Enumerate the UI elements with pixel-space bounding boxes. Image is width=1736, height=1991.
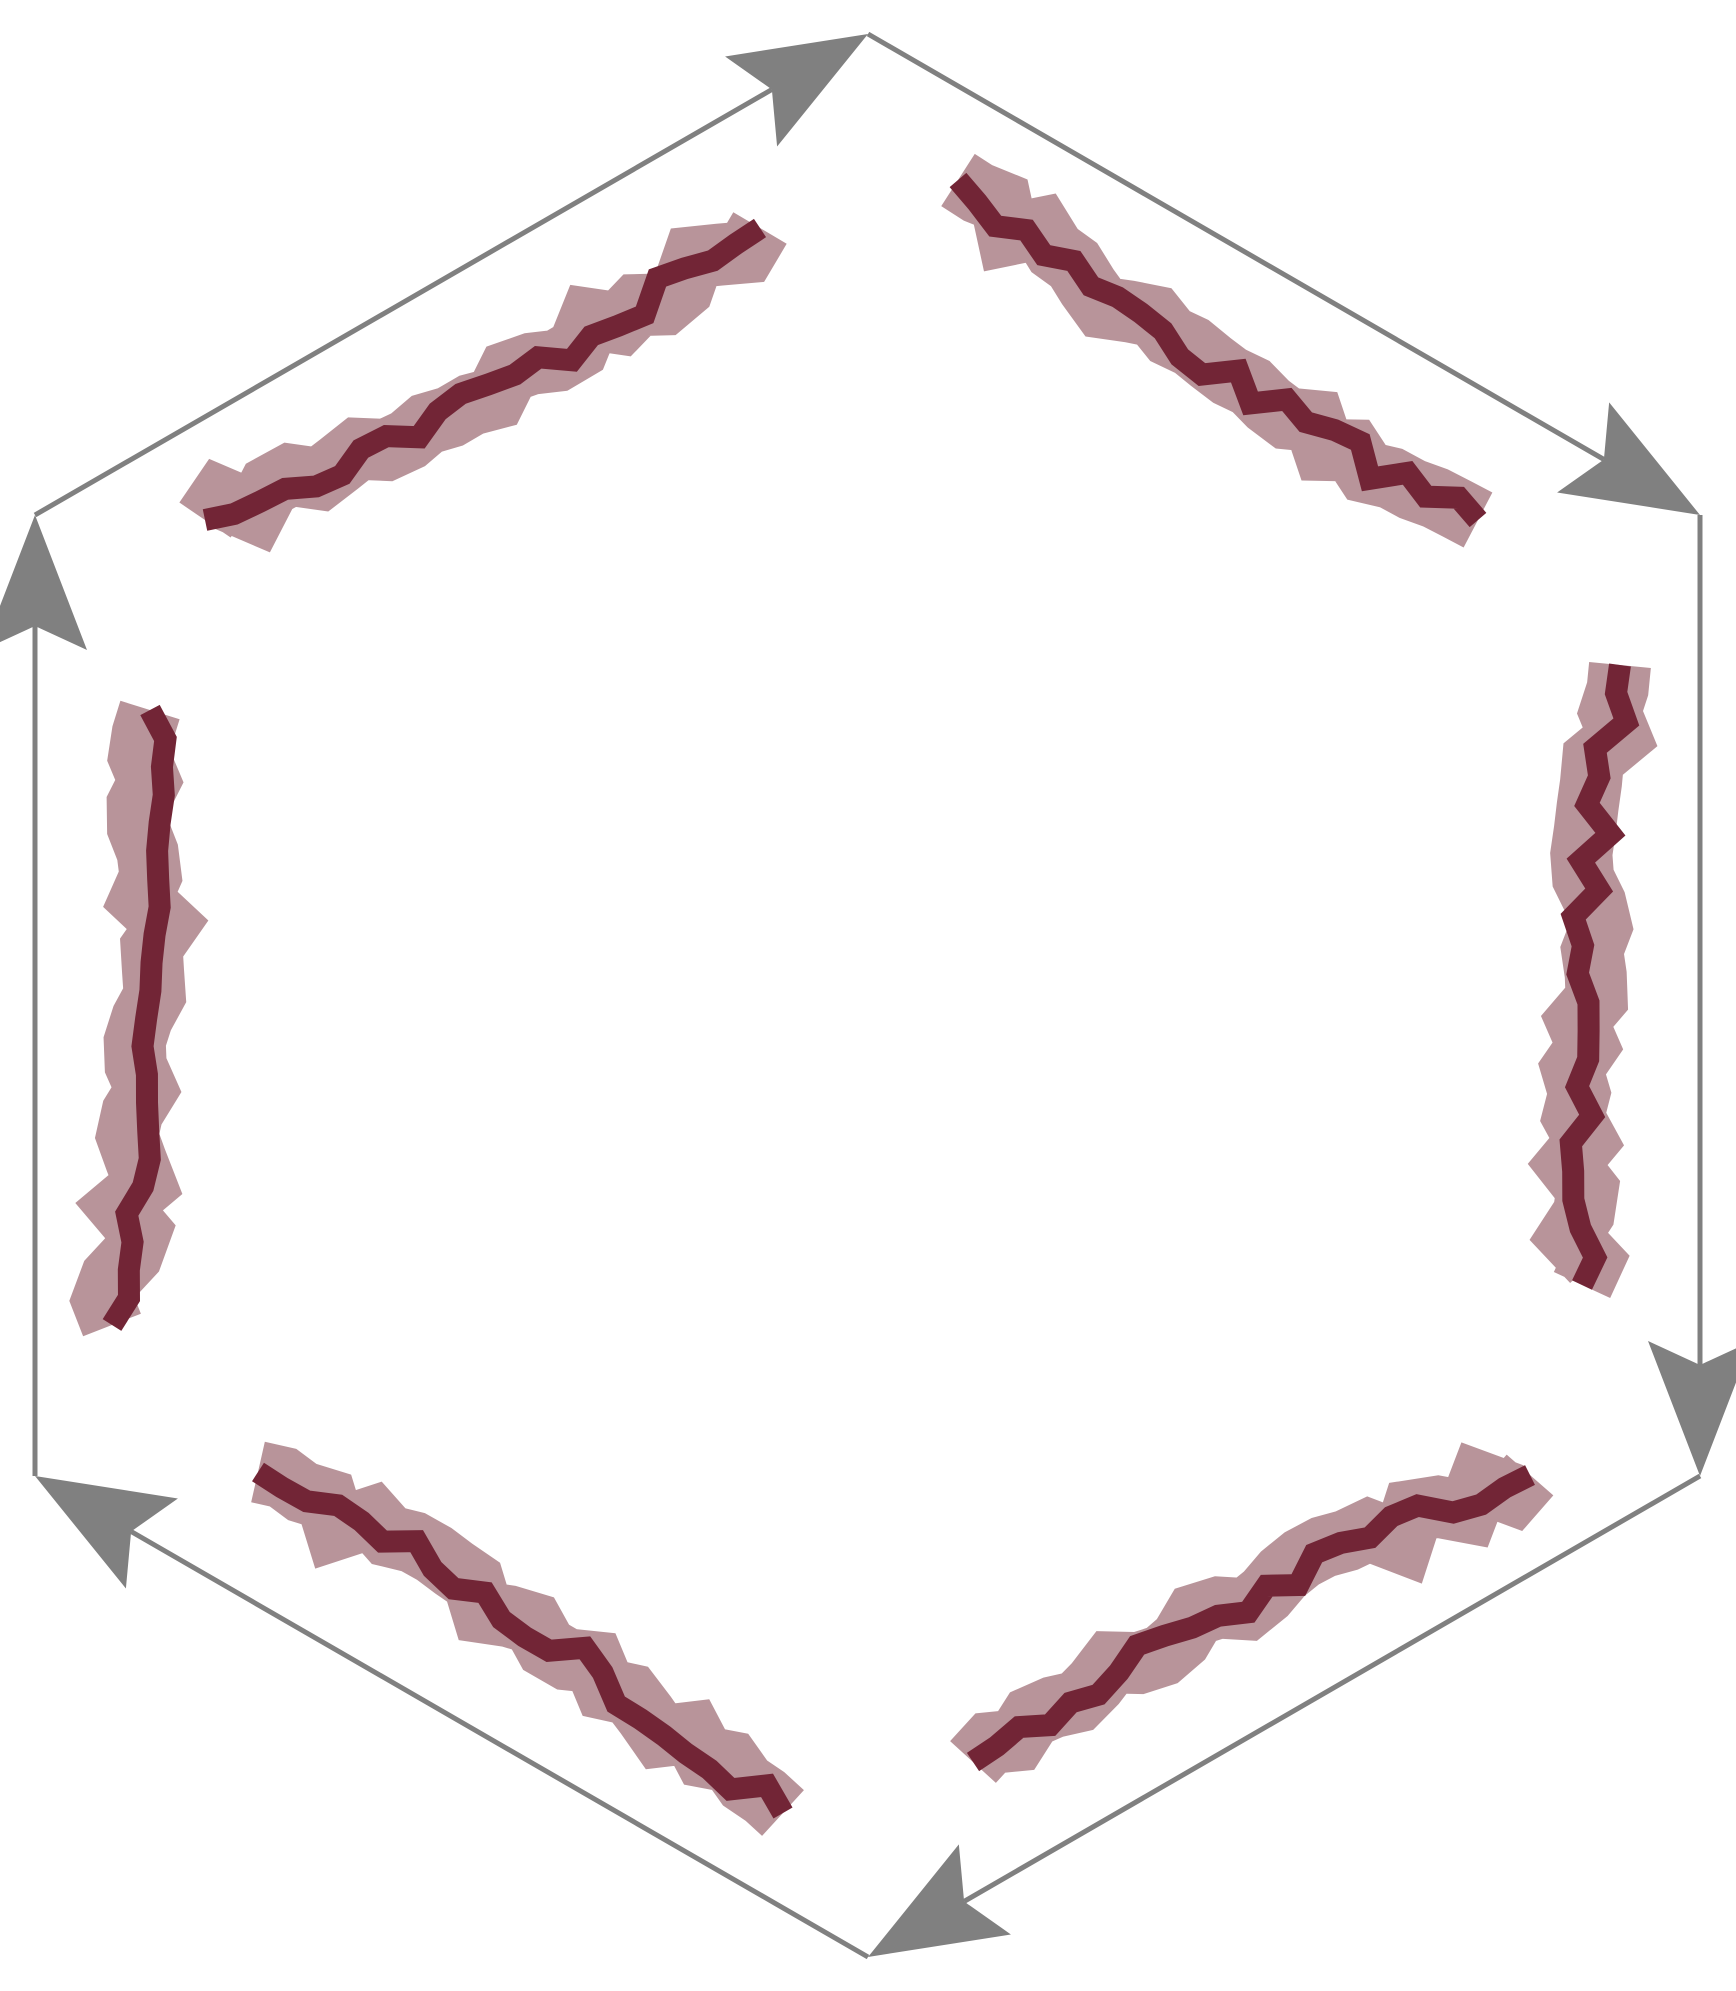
strand-halo [251, 1441, 804, 1836]
strand-right [1527, 661, 1658, 1298]
strand-core [1559, 663, 1640, 1290]
strand-core [202, 218, 767, 531]
edge-line [866, 31, 1606, 462]
arrowhead-icon [1557, 402, 1700, 515]
strands [69, 153, 1658, 1836]
edge-line [129, 1529, 870, 1960]
strand-lower-right [950, 1442, 1554, 1783]
strand-lower-left [251, 1441, 804, 1836]
edge-line [33, 87, 774, 518]
edge-upper-right-to-lower-right [1648, 515, 1736, 1476]
strand-left [69, 700, 209, 1337]
edge-top-to-upper-right [866, 31, 1700, 515]
edge-upper-left-to-top [33, 34, 868, 518]
arrowhead-icon [0, 515, 87, 650]
strand-core [252, 1462, 793, 1819]
arrowhead-icon [868, 1844, 1011, 1957]
edge-lower-right-to-bottom [868, 1473, 1702, 1957]
arrowhead-icon [725, 34, 868, 147]
edge-line [962, 1473, 1702, 1904]
strand-core [966, 1465, 1535, 1772]
arrowhead-icon [1648, 1341, 1736, 1476]
strand-core [102, 704, 177, 1331]
strand-upper-left [179, 212, 787, 553]
strand-core [949, 172, 1487, 528]
cycle-edges [0, 31, 1736, 1960]
edge-lower-left-to-upper-left [0, 515, 87, 1476]
strand-upper-right [941, 153, 1493, 548]
arrowhead-icon [35, 1476, 178, 1589]
edge-bottom-to-lower-left [35, 1476, 870, 1960]
strand-halo [179, 212, 787, 553]
